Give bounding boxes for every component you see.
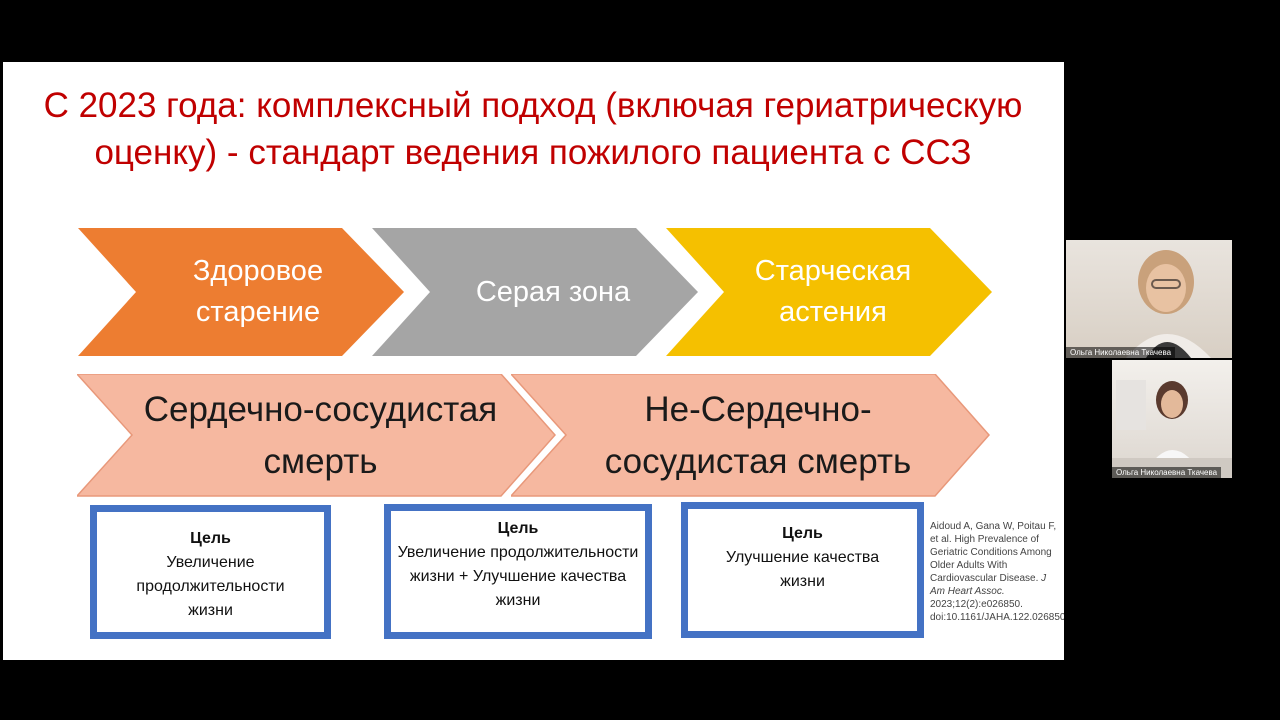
goal-box-combined: Цель Увеличение продолжительности жизни … (384, 504, 652, 639)
goal-text: Увеличение продолжительности жизни + Улу… (391, 541, 645, 613)
participant-video-2[interactable]: Ольга Николаевна Ткачева (1112, 360, 1232, 478)
goal-box-quality-of-life: Цель Улучшение качества жизни (681, 502, 924, 638)
citation-details: 2023;12(2):e026850. doi:10.1161/JAHA.122… (930, 599, 1064, 623)
goal-title: Цель (97, 527, 324, 551)
goal-box-life-extension: Цель Увеличение продолжительности жизни (90, 505, 331, 639)
stage-label-frailty: Старческая астения (723, 228, 943, 356)
stage-label-healthy-aging: Здоровое старение (143, 228, 373, 356)
participant-avatar-icon (1066, 240, 1232, 358)
goal-text: Улучшение качества жизни (688, 546, 917, 594)
participant-name: Ольга Николаевна Ткачева (1112, 467, 1221, 478)
death-label-cv: Сердечно-сосудистая смерть (128, 374, 513, 497)
citation-authors: Aidoud A, Gana W, Poitau F, et al. High … (930, 521, 1056, 584)
slide-title: С 2023 года: комплексный подход (включая… (43, 82, 1023, 176)
presentation-slide: С 2023 года: комплексный подход (включая… (3, 62, 1064, 660)
participant-avatar-icon (1112, 360, 1232, 478)
participant-name: Ольга Николаевна Ткачева (1066, 347, 1175, 358)
death-label-non-cv: Не-Сердечно-сосудистая смерть (573, 374, 943, 497)
stage-label-gray-zone: Серая зона (428, 228, 678, 356)
citation: Aidoud A, Gana W, Poitau F, et al. High … (930, 520, 1062, 624)
goal-title: Цель (688, 522, 917, 546)
participant-video-1[interactable]: Ольга Николаевна Ткачева (1066, 240, 1232, 358)
goal-title: Цель (391, 517, 645, 541)
goal-text: Увеличение продолжительности жизни (97, 551, 324, 623)
